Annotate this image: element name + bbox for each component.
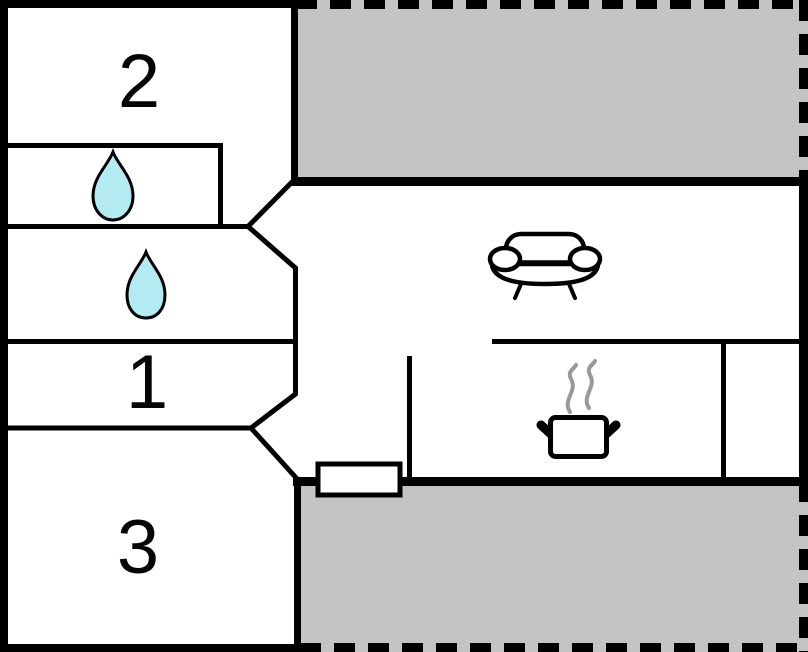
terrace-top	[296, 0, 808, 181]
room-3-label: 3	[117, 505, 159, 590]
sofa-icon	[487, 231, 603, 300]
interior-walls	[0, 143, 806, 483]
water-drop-icon	[125, 247, 167, 320]
cooking-pot-icon	[536, 359, 621, 459]
room-1-label: 1	[126, 340, 168, 425]
steam-icon	[565, 359, 597, 414]
terrace-bottom-area	[298, 481, 808, 652]
terrace-top-area	[296, 0, 808, 181]
door-icon	[315, 461, 403, 498]
terrace-dashed-borders	[296, 0, 808, 652]
terrace-bottom	[298, 481, 808, 652]
water-drop-icon	[91, 147, 135, 222]
room-2-label: 2	[118, 39, 160, 124]
pot-body	[548, 415, 609, 459]
